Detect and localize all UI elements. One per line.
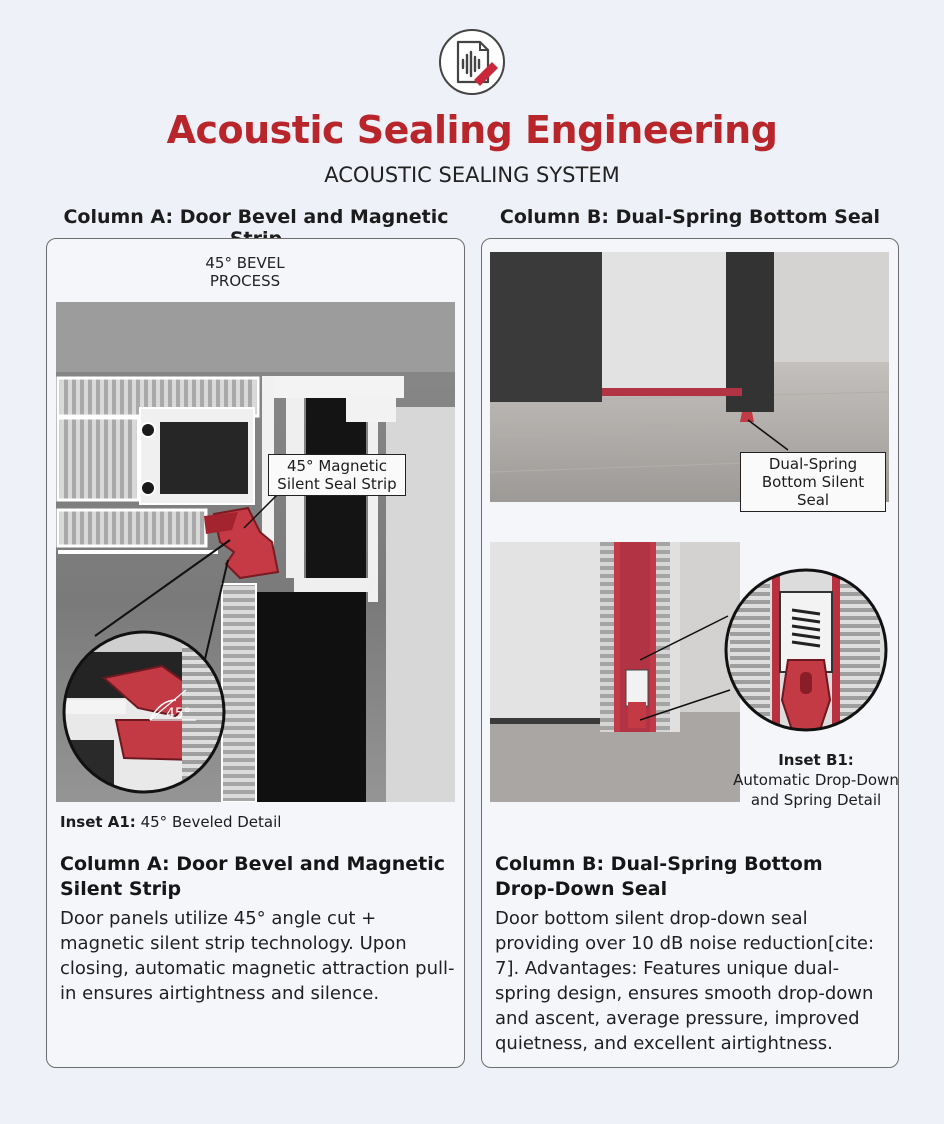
sound-wave-document-icon (439, 29, 505, 95)
inset-b1-caption: Inset B1: Automatic Drop-Down and Spring… (730, 750, 902, 810)
page-subtitle: ACOUSTIC SEALING SYSTEM (324, 163, 620, 187)
column-b-section-title: Column B: Dual-Spring Bottom Drop-Down S… (495, 853, 823, 900)
dual-spring-callout: Dual-Spring Bottom Silent Seal (740, 452, 886, 512)
inset-a1-caption-label: Inset A1: (60, 813, 136, 831)
column-b-section-body: Door bottom silent drop-down seal provid… (495, 908, 875, 1054)
magnetic-strip-callout: 45° Magnetic Silent Seal Strip (268, 454, 406, 496)
column-b-heading: Column B: Dual-Spring Bottom Seal (499, 206, 881, 228)
door-bottom-seal-image (490, 252, 889, 502)
drop-down-seal-image (490, 542, 740, 802)
inset-a1-caption-text: 45° Beveled Detail (140, 813, 282, 831)
inset-b1-circle (724, 568, 888, 732)
column-a-section-title: Column A: Door Bevel and Magnetic Silent… (60, 853, 446, 900)
column-a-section-body: Door panels utilize 45° angle cut + magn… (60, 908, 455, 1004)
inset-a1-caption: Inset A1: 45° Beveled Detail (60, 813, 281, 831)
page-title: Acoustic Sealing Engineering (166, 108, 778, 152)
inset-a1-angle-label: 45° (166, 706, 191, 722)
inset-a1-circle: 45° (62, 630, 226, 794)
bevel-profile-image (56, 302, 455, 802)
inset-b1-caption-label: Inset B1: (778, 751, 854, 769)
inset-b1-caption-text: Automatic Drop-Down and Spring Detail (733, 771, 899, 809)
bevel-process-label: 45° BEVEL PROCESS (205, 254, 285, 290)
